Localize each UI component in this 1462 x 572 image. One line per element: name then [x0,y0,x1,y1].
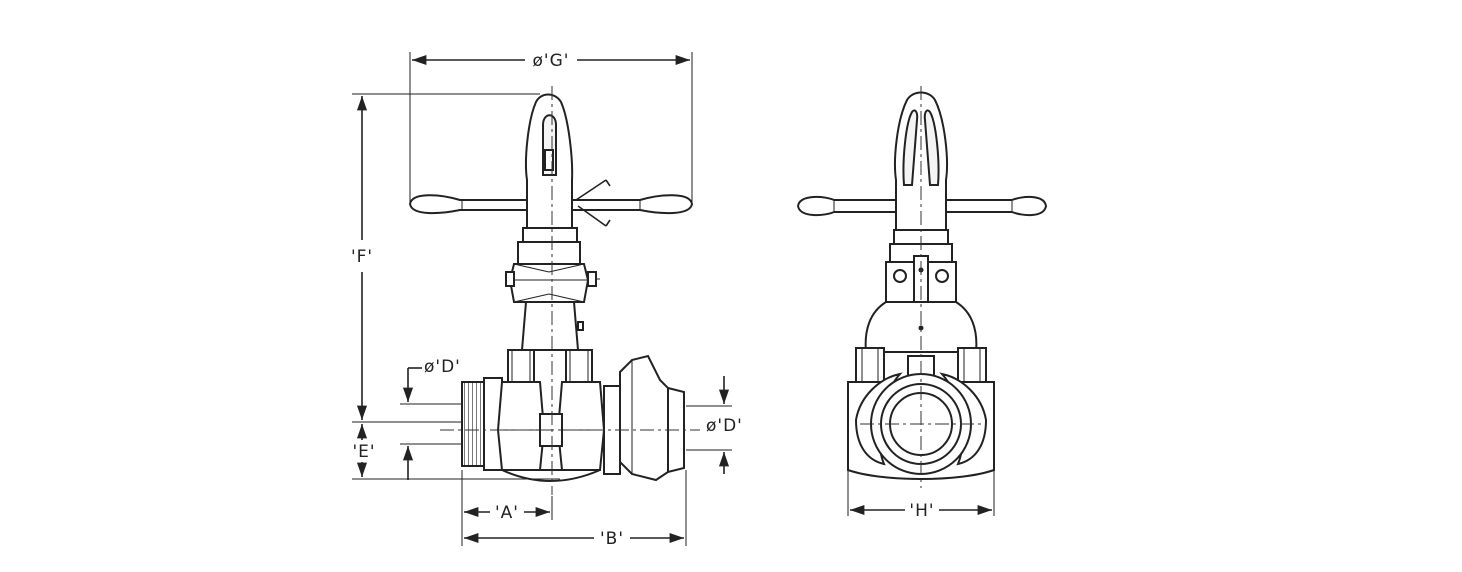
dimension-e: 'E' [352,424,560,480]
dim-e-label: 'E' [352,442,375,462]
front-view [796,86,1048,488]
side-view [408,86,700,495]
dimension-a: 'A' [461,470,553,546]
side-view-knob [522,93,611,243]
dim-b-label: 'B' [600,529,624,549]
dim-d-right-label: ø'D' [706,416,743,436]
dimension-b: 'B' [464,470,687,549]
dim-d-left-label: ø'D' [424,357,461,377]
dimension-d-left: ø'D' [400,357,462,480]
dimension-g: ø'G' [409,51,693,204]
side-view-body [461,349,685,482]
side-view-bonnet [505,241,600,303]
dimension-f: 'F' [351,93,540,423]
dim-f-label: 'F' [351,247,373,267]
dimension-d-right: ø'D' [686,376,743,474]
dim-g-label: ø'G' [533,51,570,71]
dim-h-label: 'H' [909,501,934,521]
dimension-h: 'H' [847,470,995,521]
dim-a-label: 'A' [495,503,519,523]
